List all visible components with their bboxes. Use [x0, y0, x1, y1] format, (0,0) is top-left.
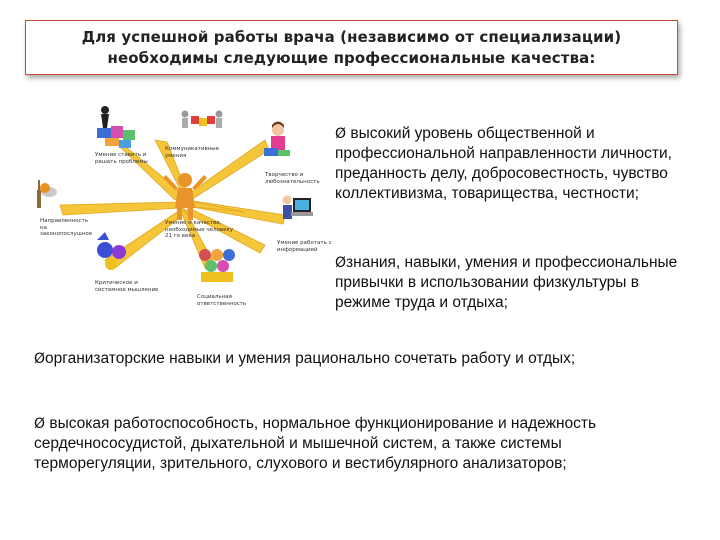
caption-problems: Умение ставить и решать проблемы	[95, 152, 148, 165]
caption-law: Направленность на законопослушное	[40, 218, 93, 237]
title-line-1: Для успешной работы врача (независимо от…	[81, 27, 622, 46]
caption-communication: Коммуникативные умения	[165, 146, 220, 159]
skills-diagram: Умение ставить и решать проблемы Коммуни…	[35, 100, 335, 320]
quality-item-4: Ø высокая работоспособность, нормальное …	[34, 414, 659, 474]
quality-item-2: Øзнания, навыки, умения и профессиональн…	[335, 253, 690, 313]
quality-item-1: Ø высокий уровень общественной и професс…	[335, 124, 700, 204]
bullet-arrow-icon: Ø	[34, 351, 46, 367]
bullet-arrow-icon: Ø	[335, 126, 347, 142]
quality-item-1-text: высокий уровень общественной и профессио…	[335, 125, 672, 202]
bullet-arrow-icon: Ø	[335, 255, 347, 271]
caption-computer: Умение работать с информацией	[277, 240, 332, 253]
quality-item-3: Øорганизаторские навыки и умения рациона…	[34, 349, 634, 369]
student-reading-icon	[264, 121, 290, 156]
center-figure	[163, 173, 207, 220]
caption-social: Социальная ответственность	[197, 294, 247, 307]
skills-diagram-graphic	[37, 106, 313, 282]
quality-item-4-text: высокая работоспособность, нормальное фу…	[34, 415, 597, 472]
title-box: Для успешной работы врача (независимо от…	[25, 20, 678, 75]
computer-icon	[282, 195, 313, 219]
bullet-arrow-icon: Ø	[34, 416, 46, 432]
caption-center: Умение и качества, необходимые человеку …	[165, 220, 234, 239]
quality-item-2-text: знания, навыки, умения и профессиональны…	[335, 254, 678, 311]
quality-item-3-text: организаторские навыки и умения рационал…	[45, 350, 576, 367]
caption-critical: Критическое и системное мышление	[95, 280, 159, 293]
puzzle-person-icon	[97, 106, 135, 148]
team-puzzle-icon	[181, 110, 223, 128]
title-line-2: необходимы следующие профессиональные ка…	[107, 48, 596, 67]
people-group-icon	[199, 249, 235, 282]
caption-creativity: Творчество и любознательность	[265, 172, 320, 185]
law-scales-icon	[37, 180, 57, 208]
critical-thinking-icon	[97, 232, 126, 270]
